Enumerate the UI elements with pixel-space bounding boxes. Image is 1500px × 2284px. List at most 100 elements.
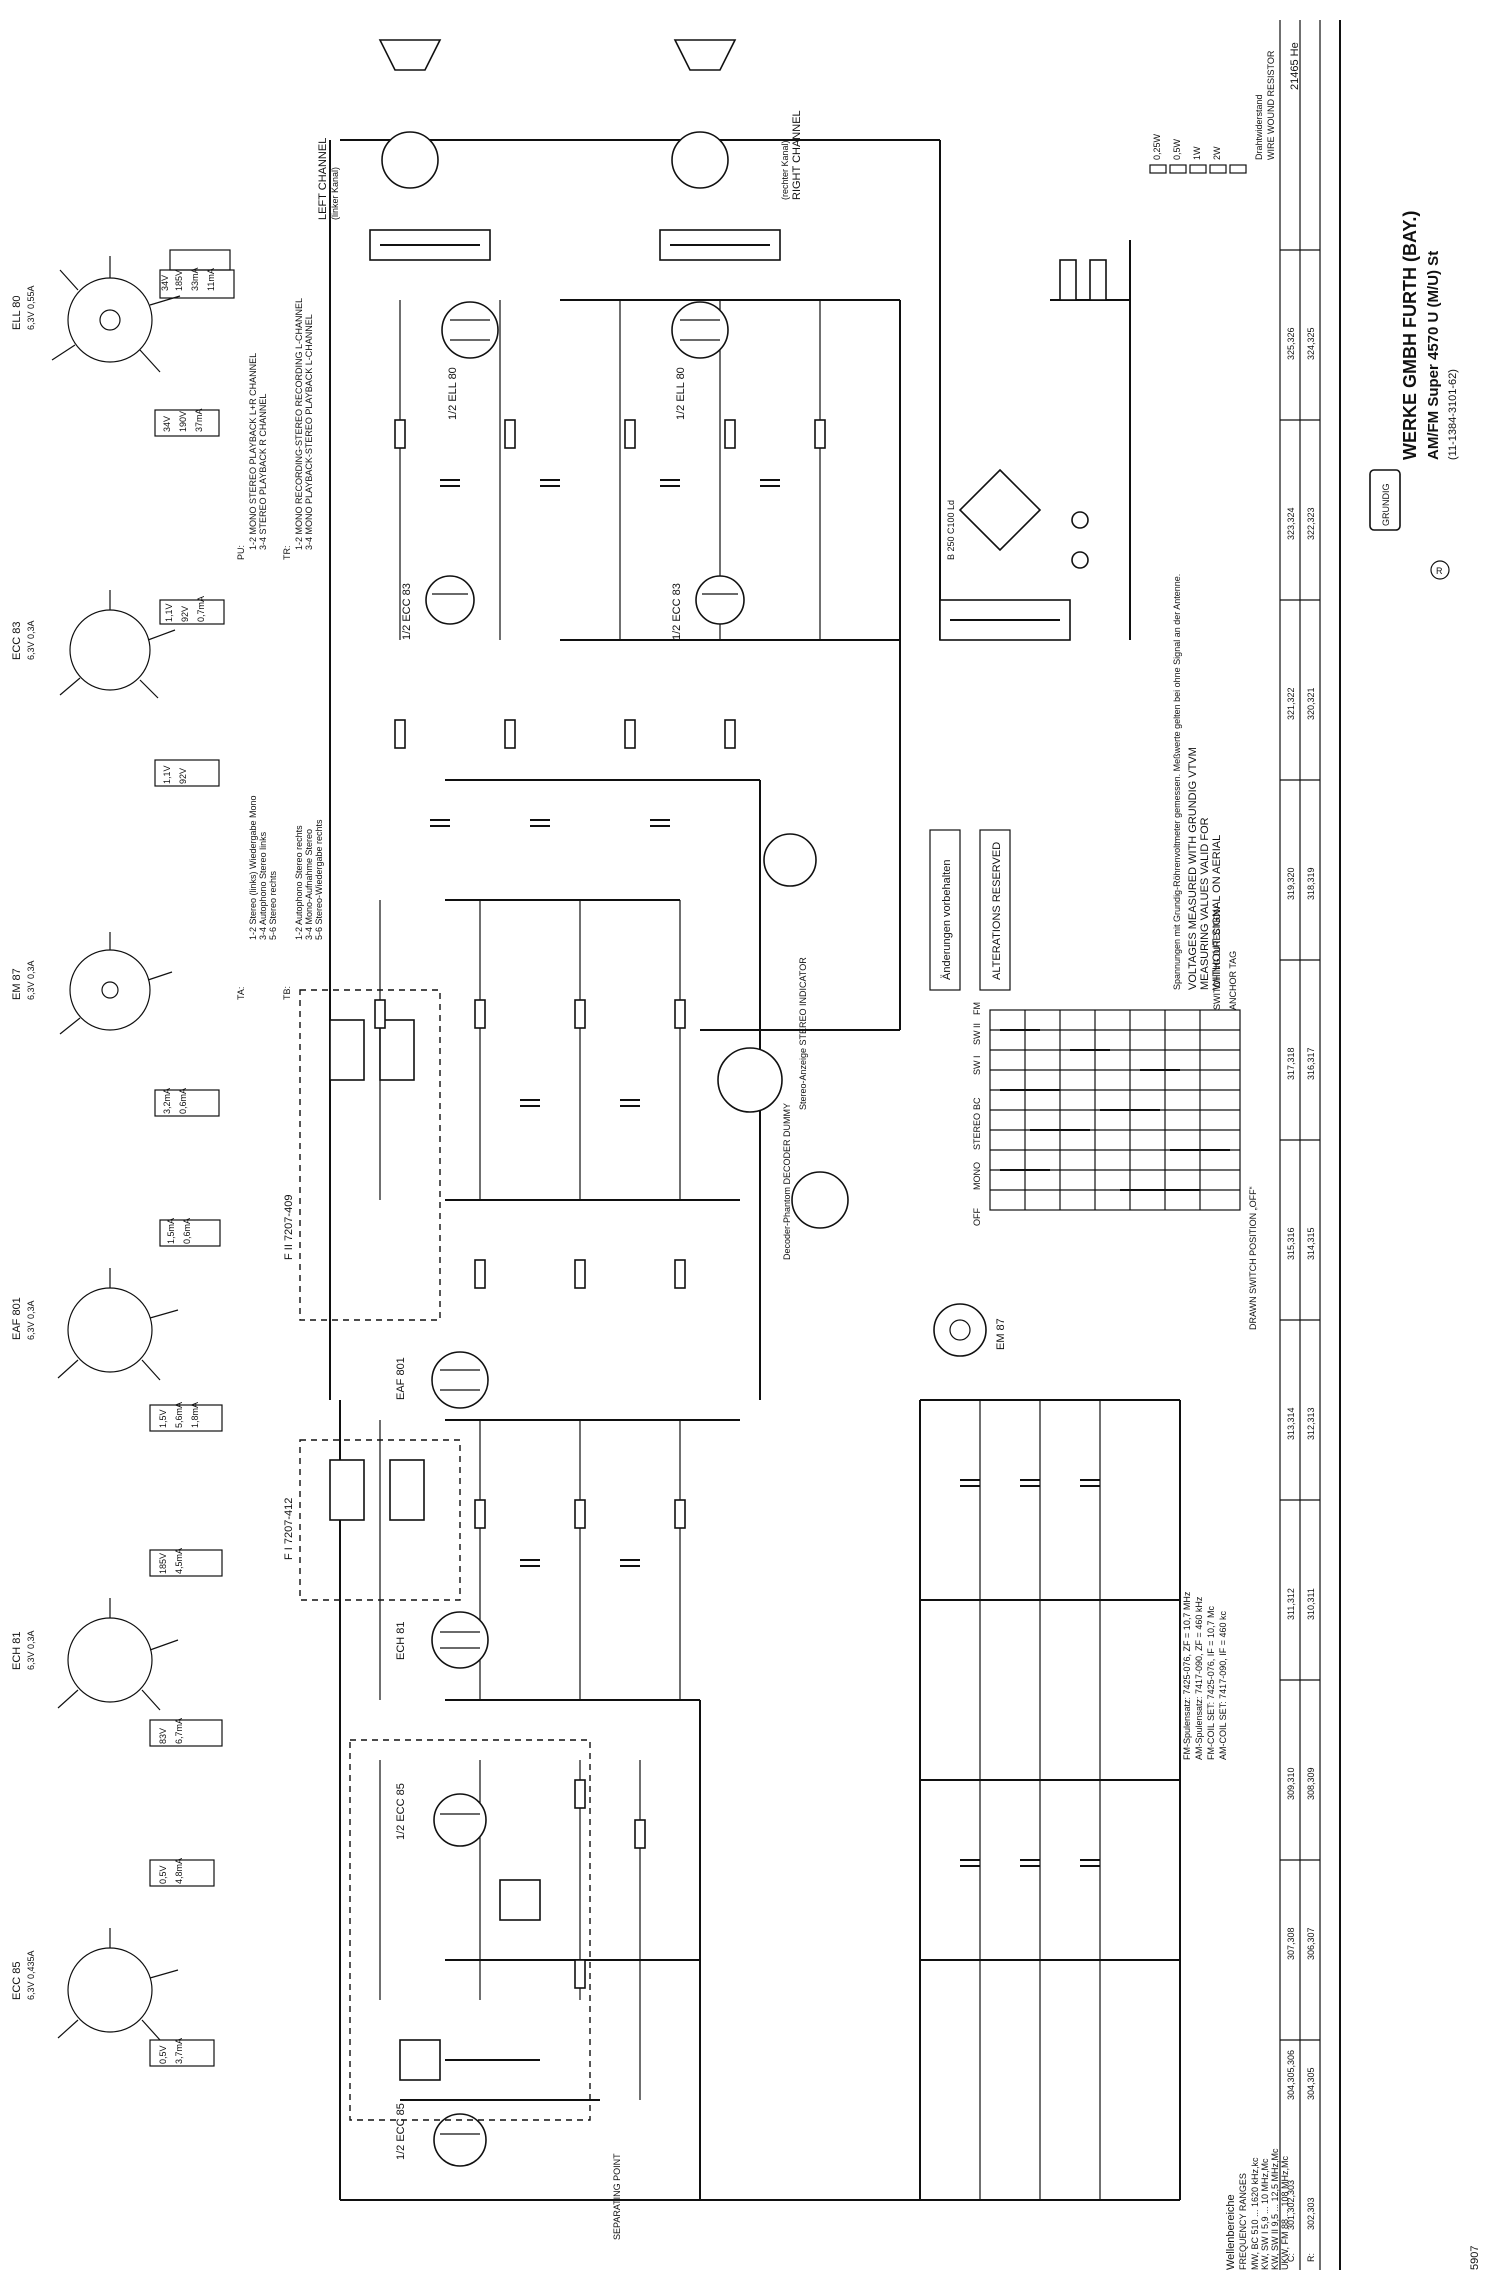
- svg-text:312,313: 312,313: [1306, 1407, 1316, 1440]
- svg-text:Stereo-Anzeige STEREO INDICATO: Stereo-Anzeige STEREO INDICATOR: [798, 957, 808, 1110]
- svg-text:EM 87: EM 87: [995, 1318, 1007, 1350]
- svg-text:FM: FM: [972, 1002, 982, 1015]
- tube-ell80-left: 1/2 ELL 80: [441, 301, 499, 420]
- svg-text:FM-COIL SET: 7425-076, IF = 10: FM-COIL SET: 7425-076, IF = 10,7 Mc: [1206, 1606, 1216, 1760]
- svg-text:11mA: 11mA: [206, 268, 216, 291]
- svg-text:309,310: 309,310: [1286, 1767, 1296, 1800]
- svg-text:1-2 MONO RECORDING-STEREO RECO: 1-2 MONO RECORDING-STEREO RECORDING L-CH…: [294, 298, 304, 550]
- svg-text:SW II: SW II: [972, 1023, 982, 1045]
- tube-pinout-ell80: 34V 185V 33mA 11mA 34V 190V 37mA ELL 80 …: [11, 249, 235, 437]
- svg-text:STEREO: STEREO: [972, 1113, 982, 1150]
- svg-text:AM-COIL SET: 7417-090, IF = 46: AM-COIL SET: 7417-090, IF = 460 kc: [1218, 1611, 1228, 1760]
- svg-text:304,305,306: 304,305,306: [1286, 2050, 1296, 2100]
- svg-text:SW I: SW I: [972, 1056, 982, 1076]
- svg-text:0,6mA: 0,6mA: [178, 1088, 188, 1114]
- svg-text:34V: 34V: [160, 275, 170, 291]
- svg-text:1,1V: 1,1V: [162, 765, 172, 784]
- tube-pinout-column: 34V 185V 33mA 11mA 34V 190V 37mA ELL 80 …: [11, 249, 235, 2067]
- label-right-channel: RIGHT CHANNEL: [791, 110, 803, 200]
- tube-ecc83-right: 1/2 ECC 83: [671, 575, 745, 640]
- svg-text:TA:: TA:: [236, 987, 246, 1000]
- svg-text:BC: BC: [972, 1097, 982, 1110]
- tube-name-em87: EM 87: [11, 968, 23, 1000]
- output-stage-left: LEFT CHANNEL (linker Kanal): [317, 39, 491, 261]
- svg-text:3-4 Mono-Aufnahme Stereo: 3-4 Mono-Aufnahme Stereo: [304, 829, 314, 940]
- svg-text:310,311: 310,311: [1306, 1588, 1316, 1620]
- tube-spec-em87: 6,3V 0,3A: [26, 960, 36, 1000]
- passive-components: [374, 419, 1100, 1989]
- svg-text:302,303: 302,303: [1306, 2197, 1316, 2230]
- svg-text:Drahtwiderstand: Drahtwiderstand: [1254, 94, 1264, 160]
- svg-text:3-4 MONO PLAYBACK-STEREO PLAYB: 3-4 MONO PLAYBACK-STEREO PLAYBACK L-CHAN…: [304, 314, 314, 550]
- model-name: AM/FM Super 4570 U (M/U) St: [1425, 251, 1442, 460]
- tube-pinout-eaf801: 1,5mA 0,6mA 1,5V 5,6mA 1,8mA EAF 801 6,3…: [11, 1218, 223, 1432]
- svg-text:MW, BC 510 ... 1620 kHz,kc: MW, BC 510 ... 1620 kHz,kc: [1250, 2157, 1260, 2270]
- svg-text:314,315: 314,315: [1306, 1227, 1316, 1260]
- svg-text:VOLTAGES MEASURED WITH GRUNDIG: VOLTAGES MEASURED WITH GRUNDIG VTVM: [1187, 747, 1199, 990]
- svg-text:WITHOUT SIGNAL ON AERIAL: WITHOUT SIGNAL ON AERIAL: [1211, 835, 1223, 990]
- power-supply: B 250 C100 Ld: [939, 259, 1107, 641]
- svg-text:1W: 1W: [1192, 146, 1202, 160]
- svg-text:F I 7207-412: F I 7207-412: [283, 1498, 295, 1560]
- svg-text:ALTERATIONS RESERVED: ALTERATIONS RESERVED: [991, 842, 1003, 980]
- svg-text:TR:: TR:: [282, 546, 292, 561]
- svg-text:F II 7207-409: F II 7207-409: [283, 1195, 295, 1260]
- label-left-channel: LEFT CHANNEL: [317, 138, 329, 220]
- svg-text:OFF: OFF: [972, 1208, 982, 1226]
- svg-text:319,320: 319,320: [1286, 867, 1296, 900]
- svg-text:311,312: 311,312: [1286, 1588, 1296, 1620]
- tube-spec-eaf801: 6,3V 0,3A: [26, 1300, 36, 1340]
- svg-text:1,5V: 1,5V: [158, 1409, 168, 1428]
- svg-text:185V: 185V: [174, 270, 184, 291]
- tube-name-ecc85: ECC 85: [11, 1961, 23, 2000]
- svg-text:UKW, FM 88 ... 108 MHz,Mc: UKW, FM 88 ... 108 MHz,Mc: [1280, 2155, 1290, 2270]
- tube-spec-ell80: 6,3V 0,55A: [26, 285, 36, 330]
- svg-text:0,25W: 0,25W: [1152, 133, 1162, 160]
- sheet-number: 5907: [1469, 2246, 1481, 2270]
- svg-text:KW, SW II 9,5 ... 12,5 MHz,Mc: KW, SW II 9,5 ... 12,5 MHz,Mc: [1270, 2148, 1280, 2270]
- svg-text:1,5mA: 1,5mA: [166, 1218, 176, 1244]
- tube-pinout-ech81: 185V 4,5mA 83V 6,7mA ECH 81 6,3V 0,3A: [11, 1548, 223, 1747]
- svg-text:3,7mA: 3,7mA: [174, 2038, 184, 2064]
- switch-matrix: OFF MONO STEREO BC SW I SW II FM ANCHOR …: [972, 907, 1258, 1331]
- grundig-logo: GRUNDIG: [1381, 484, 1391, 527]
- svg-text:325,326: 325,326: [1286, 327, 1296, 360]
- svg-text:FM-Spulensatz: 7425-076, ZF =: FM-Spulensatz: 7425-076, ZF = 10,7 MHz: [1182, 1591, 1192, 1760]
- svg-text:316,317: 316,317: [1306, 1047, 1316, 1080]
- svg-text:6,7mA: 6,7mA: [174, 1718, 184, 1744]
- svg-text:(linker Kanal): (linker Kanal): [330, 167, 340, 220]
- svg-text:1/2 ECC 85: 1/2 ECC 85: [395, 1783, 407, 1840]
- connectors: Stereo-Anzeige STEREO INDICATOR Decoder-…: [717, 833, 849, 1260]
- svg-text:5-6 Stereo-Wiedergabe rechts: 5-6 Stereo-Wiedergabe rechts: [314, 819, 324, 940]
- svg-text:1/2 ECC 83: 1/2 ECC 83: [671, 583, 683, 640]
- tube-ell80-right: 1/2 ELL 80: [671, 301, 729, 420]
- if-filter-1: F I 7207-412: [283, 1439, 461, 1601]
- svg-text:318,319: 318,319: [1306, 867, 1316, 900]
- svg-text:(rechter Kanal): (rechter Kanal): [780, 140, 790, 200]
- svg-text:324,325: 324,325: [1306, 327, 1316, 360]
- tube-ecc83-left: 1/2 ECC 83: [401, 575, 475, 640]
- svg-text:Decoder-Phantom DECODER DUMMY: Decoder-Phantom DECODER DUMMY: [782, 1103, 792, 1260]
- tube-spec-ech81: 6,3V 0,3A: [26, 1630, 36, 1670]
- svg-text:0,5W: 0,5W: [1172, 138, 1182, 160]
- svg-text:190V: 190V: [178, 411, 188, 432]
- svg-text:KW, SW I 5,9 ... 10 MHz,Mc: KW, SW I 5,9 ... 10 MHz,Mc: [1260, 2158, 1270, 2270]
- svg-text:1,8mA: 1,8mA: [190, 1402, 200, 1428]
- svg-text:1-2 Stereo (links) Wiedergabe: 1-2 Stereo (links) Wiedergabe Mono: [248, 795, 258, 940]
- tube-name-eaf801: EAF 801: [11, 1297, 23, 1340]
- svg-text:92V: 92V: [180, 606, 190, 622]
- svg-text:308,309: 308,309: [1306, 1767, 1316, 1800]
- svg-text:TB:: TB:: [282, 986, 292, 1000]
- svg-text:1,1V: 1,1V: [164, 603, 174, 622]
- alterations-notes: Änderungen vorbehalten ALTERATIONS RESER…: [929, 829, 1011, 991]
- title-block: GRUNDIG R WERKE GMBH FURTH (BAY.) AM/FM …: [1289, 20, 1481, 2270]
- svg-text:3,2mA: 3,2mA: [162, 1088, 172, 1114]
- tube-spec-ecc85: 6,3V 0,435A: [26, 1950, 36, 2000]
- svg-text:5-6 Stereo rechts: 5-6 Stereo rechts: [268, 870, 278, 940]
- svg-text:315,316: 315,316: [1286, 1227, 1296, 1260]
- svg-text:1/2 ECC 83: 1/2 ECC 83: [401, 583, 413, 640]
- svg-text:3-4 Autophono Stereo links: 3-4 Autophono Stereo links: [258, 831, 268, 940]
- svg-text:4,5mA: 4,5mA: [174, 1548, 184, 1574]
- svg-text:317,318: 317,318: [1286, 1047, 1296, 1080]
